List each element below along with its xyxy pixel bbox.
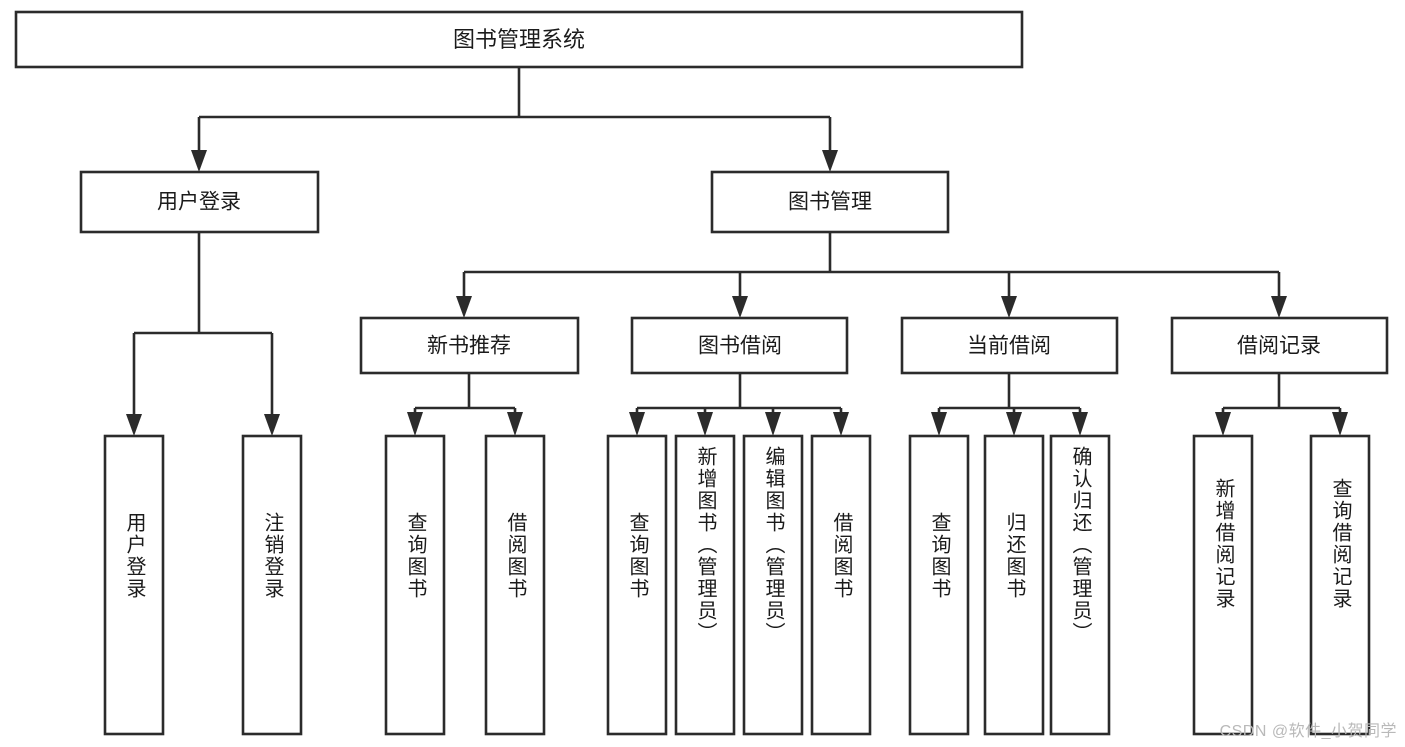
- connector-new-book-recommend-to-leaves: [407, 373, 523, 436]
- arrow-head-current-borrow: [1001, 296, 1017, 318]
- arrow-head-leaf-edit-book-admin: [765, 412, 781, 436]
- node-new-book-recommend-box[interactable]: [359, 316, 580, 375]
- node-book-borrow[interactable]: 图书借阅: [630, 316, 849, 375]
- arrow-head-leaf-borrow-book-rec: [507, 412, 523, 436]
- node-leaf-add-borrow-record-box[interactable]: [1192, 434, 1254, 736]
- node-user-login-label: 用户登录: [157, 191, 241, 214]
- node-leaf-query-book-borrow-box[interactable]: [606, 434, 668, 736]
- connector-current-borrow-to-leaves: [931, 373, 1088, 436]
- node-leaf-query-book-rec-box[interactable]: [384, 434, 446, 736]
- node-leaf-query-borrow-record-box[interactable]: [1309, 434, 1371, 736]
- node-book-manage[interactable]: 图书管理: [710, 170, 950, 234]
- node-root[interactable]: 图书管理系统: [14, 10, 1024, 69]
- node-book-manage-box[interactable]: [710, 170, 950, 234]
- arrow-head-leaf-query-borrow-record: [1332, 412, 1348, 436]
- arrow-head-leaf-borrow-book: [833, 412, 849, 436]
- arrow-head-leaf-user-logout: [264, 414, 280, 436]
- arrow-head-book-borrow: [732, 296, 748, 318]
- arrow-head-leaf-query-book-borrow: [629, 412, 645, 436]
- node-new-book-recommend-label: 新书推荐: [427, 335, 511, 358]
- node-root-label: 图书管理系统: [453, 27, 585, 52]
- node-new-book-recommend[interactable]: 新书推荐: [359, 316, 580, 375]
- arrow-head-borrow-record: [1271, 296, 1287, 318]
- node-leaf-user-login-box[interactable]: [103, 434, 165, 736]
- node-book-borrow-label: 图书借阅: [698, 335, 782, 358]
- arrow-head-leaf-user-login: [126, 414, 142, 436]
- node-root-box[interactable]: [14, 10, 1024, 69]
- node-leaf-confirm-return-admin-box[interactable]: [1049, 434, 1111, 736]
- node-borrow-record-label: 借阅记录: [1237, 335, 1321, 358]
- node-borrow-record[interactable]: 借阅记录: [1170, 316, 1389, 375]
- node-current-borrow-box[interactable]: [900, 316, 1119, 375]
- node-current-borrow-label: 当前借阅: [967, 335, 1051, 358]
- arrow-head-leaf-query-book-rec: [407, 412, 423, 436]
- node-leaf-borrow-book-box[interactable]: [810, 434, 872, 736]
- arrow-head-leaf-confirm-return-admin: [1072, 412, 1088, 436]
- connector-user-login-to-leaves: [126, 232, 280, 436]
- connector-book-manage-to-level3: [456, 232, 1287, 318]
- node-leaf-return-book-box[interactable]: [983, 434, 1045, 736]
- arrow-head-book-manage: [822, 150, 838, 172]
- node-user-login-box[interactable]: [79, 170, 320, 234]
- node-borrow-record-box[interactable]: [1170, 316, 1389, 375]
- connector-root-to-level2: [191, 67, 838, 172]
- arrow-head-leaf-return-book: [1006, 412, 1022, 436]
- arrow-head-leaf-query-book-cur: [931, 412, 947, 436]
- connector-borrow-record-to-leaves: [1215, 373, 1348, 436]
- node-leaf-add-book-admin-box[interactable]: [674, 434, 736, 736]
- connector-book-borrow-to-leaves: [629, 373, 849, 436]
- node-leaf-user-logout-box[interactable]: [241, 434, 303, 736]
- node-book-borrow-box[interactable]: [630, 316, 849, 375]
- node-current-borrow[interactable]: 当前借阅: [900, 316, 1119, 375]
- leaf-boxes: [103, 434, 1371, 736]
- arrow-head-user-login: [191, 150, 207, 172]
- node-leaf-borrow-book-rec-box[interactable]: [484, 434, 546, 736]
- arrow-head-leaf-add-borrow-record: [1215, 412, 1231, 436]
- arrow-head-new-book-recommend: [456, 296, 472, 318]
- node-user-login[interactable]: 用户登录: [79, 170, 320, 234]
- node-leaf-query-book-cur-box[interactable]: [908, 434, 970, 736]
- node-book-manage-label: 图书管理: [788, 191, 872, 214]
- node-leaf-edit-book-admin-box[interactable]: [742, 434, 804, 736]
- arrow-head-leaf-add-book-admin: [697, 412, 713, 436]
